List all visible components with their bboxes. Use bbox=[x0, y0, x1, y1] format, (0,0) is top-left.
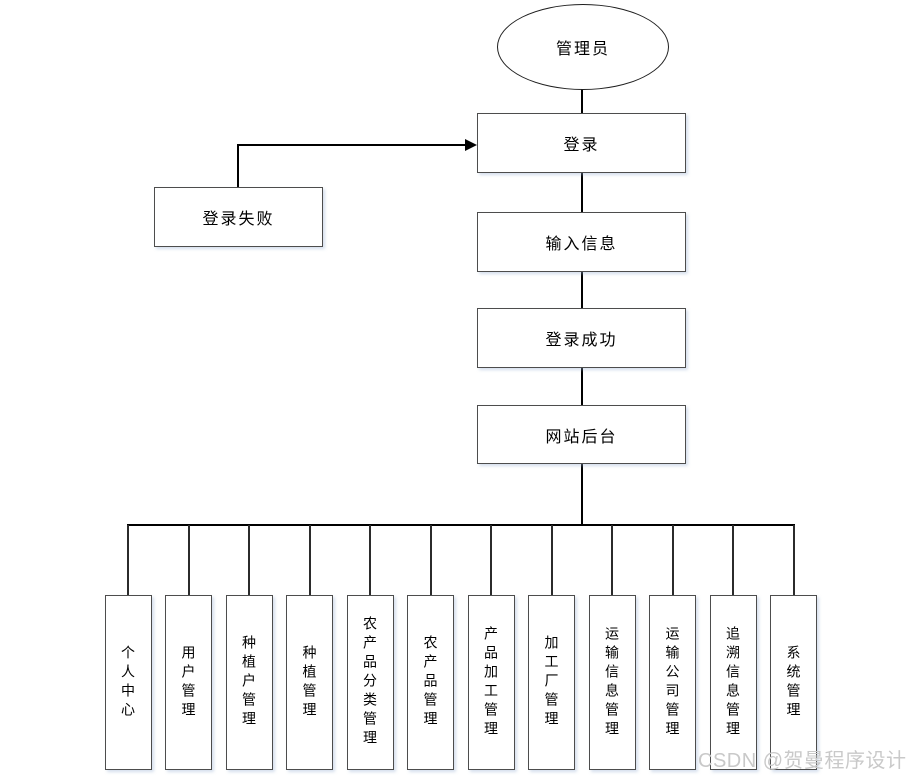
node-input-info: 输入信息 bbox=[477, 212, 686, 272]
module-product-processing-management: 产品加工管理 bbox=[467, 595, 515, 770]
edge-login-to-input bbox=[580, 173, 583, 212]
module-transport-info-management: 运输信息管理 bbox=[588, 595, 636, 770]
drop-line bbox=[429, 525, 432, 595]
module-factory-management: 加工厂管理 bbox=[528, 595, 575, 770]
node-login-success-label: 登录成功 bbox=[545, 332, 618, 349]
node-login: 登录 bbox=[477, 113, 686, 173]
drop-line bbox=[308, 525, 311, 595]
drop-line bbox=[490, 525, 492, 595]
node-input-info-label: 输入信息 bbox=[545, 236, 618, 253]
node-backend-label: 网站后台 bbox=[545, 428, 618, 446]
actor-label: 管理员 bbox=[555, 41, 610, 58]
drop-line bbox=[732, 525, 734, 595]
node-backend: 网站后台 bbox=[477, 405, 686, 464]
edge-fail-vertical bbox=[237, 144, 239, 188]
edge-success-to-backend bbox=[580, 368, 583, 405]
actor-ellipse: 管理员 bbox=[497, 4, 669, 90]
drop-line bbox=[248, 525, 250, 595]
module-transport-company-management: 运输公司管理 bbox=[649, 595, 696, 770]
module-distributor-line bbox=[127, 523, 795, 526]
module-user-management: 用户管理 bbox=[165, 595, 212, 770]
module-product-category-management: 农产品分类管理 bbox=[346, 595, 394, 770]
edge-fail-horizontal bbox=[237, 144, 467, 146]
arrowhead-right-icon bbox=[465, 139, 477, 151]
node-login-success: 登录成功 bbox=[477, 308, 686, 368]
drop-line bbox=[127, 525, 129, 595]
csdn-watermark: CSDN @贺曼程序设计 bbox=[698, 750, 907, 772]
node-login-label: 登录 bbox=[563, 137, 600, 154]
module-agri-product-management: 农产品管理 bbox=[407, 595, 454, 770]
drop-line bbox=[611, 525, 613, 595]
module-grower-management: 种植户管理 bbox=[225, 595, 273, 770]
module-personal-center: 个人中心 bbox=[104, 595, 152, 770]
module-system-management: 系统管理 bbox=[770, 595, 817, 770]
node-login-fail-label: 登录失败 bbox=[202, 211, 275, 228]
drop-line bbox=[369, 525, 371, 595]
edge-actor-to-login bbox=[580, 88, 583, 114]
edge-input-to-success bbox=[580, 272, 583, 308]
module-planting-management: 种植管理 bbox=[286, 595, 333, 770]
drop-line bbox=[550, 525, 553, 595]
node-login-fail: 登录失败 bbox=[154, 187, 323, 247]
drop-line bbox=[671, 525, 674, 595]
edge-backend-to-modules bbox=[580, 464, 583, 525]
drop-line bbox=[792, 525, 795, 595]
module-trace-info-management: 追溯信息管理 bbox=[709, 595, 757, 770]
drop-line bbox=[187, 525, 190, 595]
